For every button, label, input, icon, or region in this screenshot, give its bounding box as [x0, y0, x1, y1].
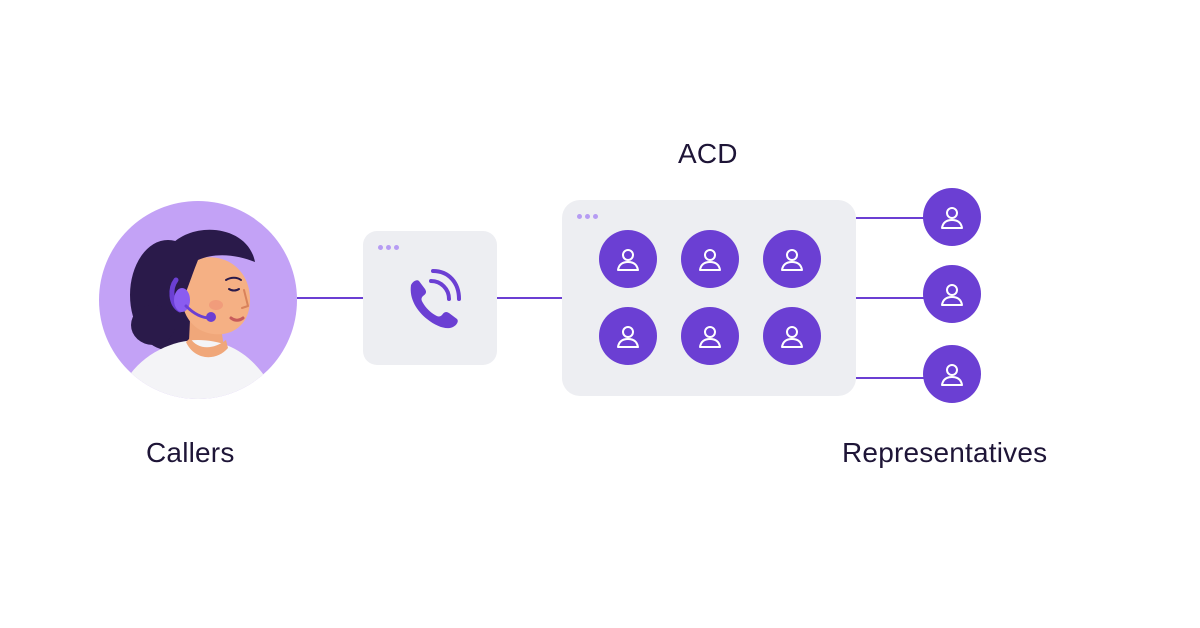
- headset-woman-illustration: [99, 201, 297, 399]
- connector-acd-to-rep: [856, 297, 926, 299]
- acd-agent: [681, 230, 739, 288]
- acd-agent: [599, 230, 657, 288]
- phone-ringing-icon: [410, 269, 461, 329]
- connector-caller-to-phone: [297, 297, 363, 299]
- representative: [923, 188, 981, 246]
- representatives-label: Representatives: [842, 437, 1048, 468]
- caller-avatar: [98, 200, 298, 400]
- user-icon: [617, 326, 639, 348]
- connector-acd-to-rep: [856, 377, 926, 379]
- acd-card: [562, 200, 856, 396]
- user-icon: [781, 249, 803, 271]
- user-icon: [941, 284, 963, 306]
- user-icon: [699, 326, 721, 348]
- connector-acd-to-rep: [856, 217, 926, 219]
- connector-phone-to-acd: [497, 297, 562, 299]
- acd-label: ACD: [678, 138, 738, 169]
- acd-agent: [763, 307, 821, 365]
- user-icon: [941, 364, 963, 386]
- callers-label: Callers: [146, 437, 235, 468]
- acd-agent: [763, 230, 821, 288]
- user-icon: [941, 207, 963, 229]
- window-dots-icon: [577, 214, 598, 219]
- user-icon: [699, 249, 721, 271]
- window-dots-icon: [378, 245, 399, 250]
- user-icon: [617, 249, 639, 271]
- acd-agent: [681, 307, 739, 365]
- acd-agent: [599, 307, 657, 365]
- representative: [923, 265, 981, 323]
- phone-card: [363, 231, 497, 365]
- user-icon: [781, 326, 803, 348]
- representative: [923, 345, 981, 403]
